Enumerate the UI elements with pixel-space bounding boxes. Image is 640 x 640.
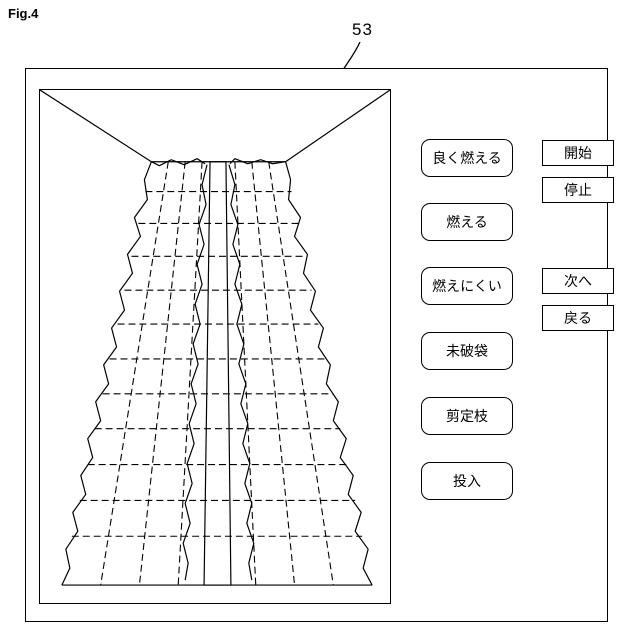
button-pruned-branches-label: 剪定枝 [446,408,488,424]
button-start[interactable]: 開始 [542,140,614,166]
button-burns-label: 燃える [446,214,488,230]
button-burns-well-label: 良く燃える [432,150,502,166]
grid-columns [100,161,334,586]
button-input[interactable]: 投入 [421,462,513,500]
button-input-label: 投入 [453,473,481,489]
leader-line [342,42,361,71]
button-burns-well[interactable]: 良く燃える [421,139,513,177]
button-pruned-branches[interactable]: 剪定枝 [421,397,513,435]
reference-number: 53 [352,20,373,39]
grid-rows [71,191,363,537]
pit-drawing [40,90,390,586]
button-hard-to-burn[interactable]: 燃えにくい [421,267,513,305]
button-hard-to-burn-label: 燃えにくい [432,278,502,294]
button-unbroken-bag-label: 未破袋 [446,343,488,359]
screen-frame: 良く燃える 燃える 燃えにくい 未破袋 剪定枝 投入 開始 停止 次へ 戻る [25,68,614,622]
button-stop-label: 停止 [564,182,592,198]
button-back-label: 戻る [564,310,592,326]
button-unbroken-bag[interactable]: 未破袋 [421,332,513,370]
button-start-label: 開始 [564,145,592,161]
button-stop[interactable]: 停止 [542,177,614,203]
pile-outlines [61,158,373,586]
pit-display[interactable] [39,89,391,604]
center-strip [203,161,232,586]
button-next[interactable]: 次へ [542,268,614,294]
figure-label: Fig.4 [8,6,39,21]
button-burns[interactable]: 燃える [421,203,513,241]
button-next-label: 次へ [564,273,592,289]
button-back[interactable]: 戻る [542,305,614,331]
